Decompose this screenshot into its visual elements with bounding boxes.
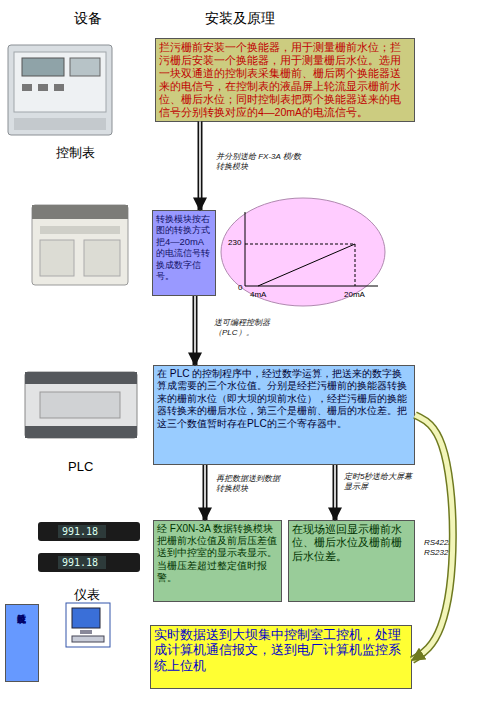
edge-label: 并分别送给 FX-3A 模/数转换模块 <box>216 152 308 173</box>
meter-reading: 991.18 <box>62 526 106 538</box>
box-text: 在现场巡回显示栅前水位、栅后水位及栅前栅后水位差。 <box>292 523 411 563</box>
caption-label: 安装及原理 <box>205 10 315 26</box>
process-box: 实时数据送到大坝集中控制室工控机，处理成计算机通信报文，送到电厂计算机监控系统上… <box>150 625 412 689</box>
process-box: 转换模块按右图的转换方式把4—20mA 的电流信号转换成数字信号。 <box>152 210 216 296</box>
box-text: 拦污栅前安装一个换能器，用于测量栅前水位；拦污栅后安装一个换能器，用于测量栅后水… <box>159 41 411 119</box>
connector-outline <box>203 465 208 520</box>
connector-outline <box>333 465 338 520</box>
caption-label: 20mA <box>344 290 378 299</box>
box-text: 实时数据送到大坝集中控制室工控机，处理成计算机通信报文，送到电厂计算机监控系统上… <box>154 628 408 674</box>
box-text: 经 FX0N-3A 数据转换模块把栅前水位值及前后压差值送到中控室的显示表显示。… <box>157 523 278 584</box>
caption-label: 控制表 <box>56 146 116 161</box>
system-tag-box: 计算机监控系统 <box>5 604 39 682</box>
box-text: 转换模块按右图的转换方式把4—20mA 的电流信号转换成数字信号。 <box>156 213 212 282</box>
connector-group <box>335 465 336 520</box>
box-text: 计算机监控系统 <box>17 607 28 677</box>
flow-arrow <box>199 122 201 210</box>
box-text: 在 PLC 的控制程序中，经过数学运算，把送来的数字换算成需要的三个水位值。分别… <box>157 368 411 430</box>
caption-label: PLC <box>68 460 108 475</box>
conversion-module-picture <box>32 205 128 285</box>
connector-group <box>205 465 206 520</box>
conversion-graph <box>221 198 385 306</box>
caption-label: 4mA <box>250 290 280 299</box>
connector-outline <box>198 122 203 210</box>
meter-reading: 991.18 <box>62 557 106 569</box>
process-box: 拦污栅前安装一个换能器，用于测量栅前水位；拦污栅后安装一个换能器，用于测量栅后水… <box>155 38 415 122</box>
connector-group <box>412 415 453 660</box>
flow-arrow <box>204 465 206 520</box>
control-meter-picture <box>8 45 112 135</box>
flow-arrow <box>194 296 196 365</box>
meter-picture <box>38 522 140 572</box>
plc-picture <box>25 372 137 438</box>
caption-label: 仪表 <box>74 588 114 603</box>
process-box: 在 PLC 的控制程序中，经过数学运算，把送来的数字换算成需要的三个水位值。分别… <box>153 365 415 465</box>
curved-arrow <box>412 415 453 660</box>
caption-label: 0 <box>238 283 248 292</box>
edge-label: 再把数据送到数据转换模块 <box>216 474 282 495</box>
flow-arrow <box>334 465 336 520</box>
process-box: 经 FX0N-3A 数据转换模块把栅前水位值及前后压差值送到中控室的显示表显示。… <box>153 520 282 602</box>
process-box: 在现场巡回显示栅前水位、栅后水位及栅前栅后水位差。 <box>288 520 415 602</box>
edge-label: RS422/ RS232 <box>424 538 474 559</box>
computer-icon <box>66 603 110 647</box>
caption-label: 设备 <box>74 10 134 26</box>
connector-group <box>200 122 201 210</box>
connector-outline <box>193 296 198 365</box>
connector-group <box>195 296 196 365</box>
edge-label: 送可编程控制器（PLC）。 <box>214 318 286 339</box>
connector-outline <box>412 415 453 660</box>
edge-label: 定时5秒送给大屏幕显示屏 <box>344 472 416 493</box>
caption-label: 230 <box>228 238 248 247</box>
